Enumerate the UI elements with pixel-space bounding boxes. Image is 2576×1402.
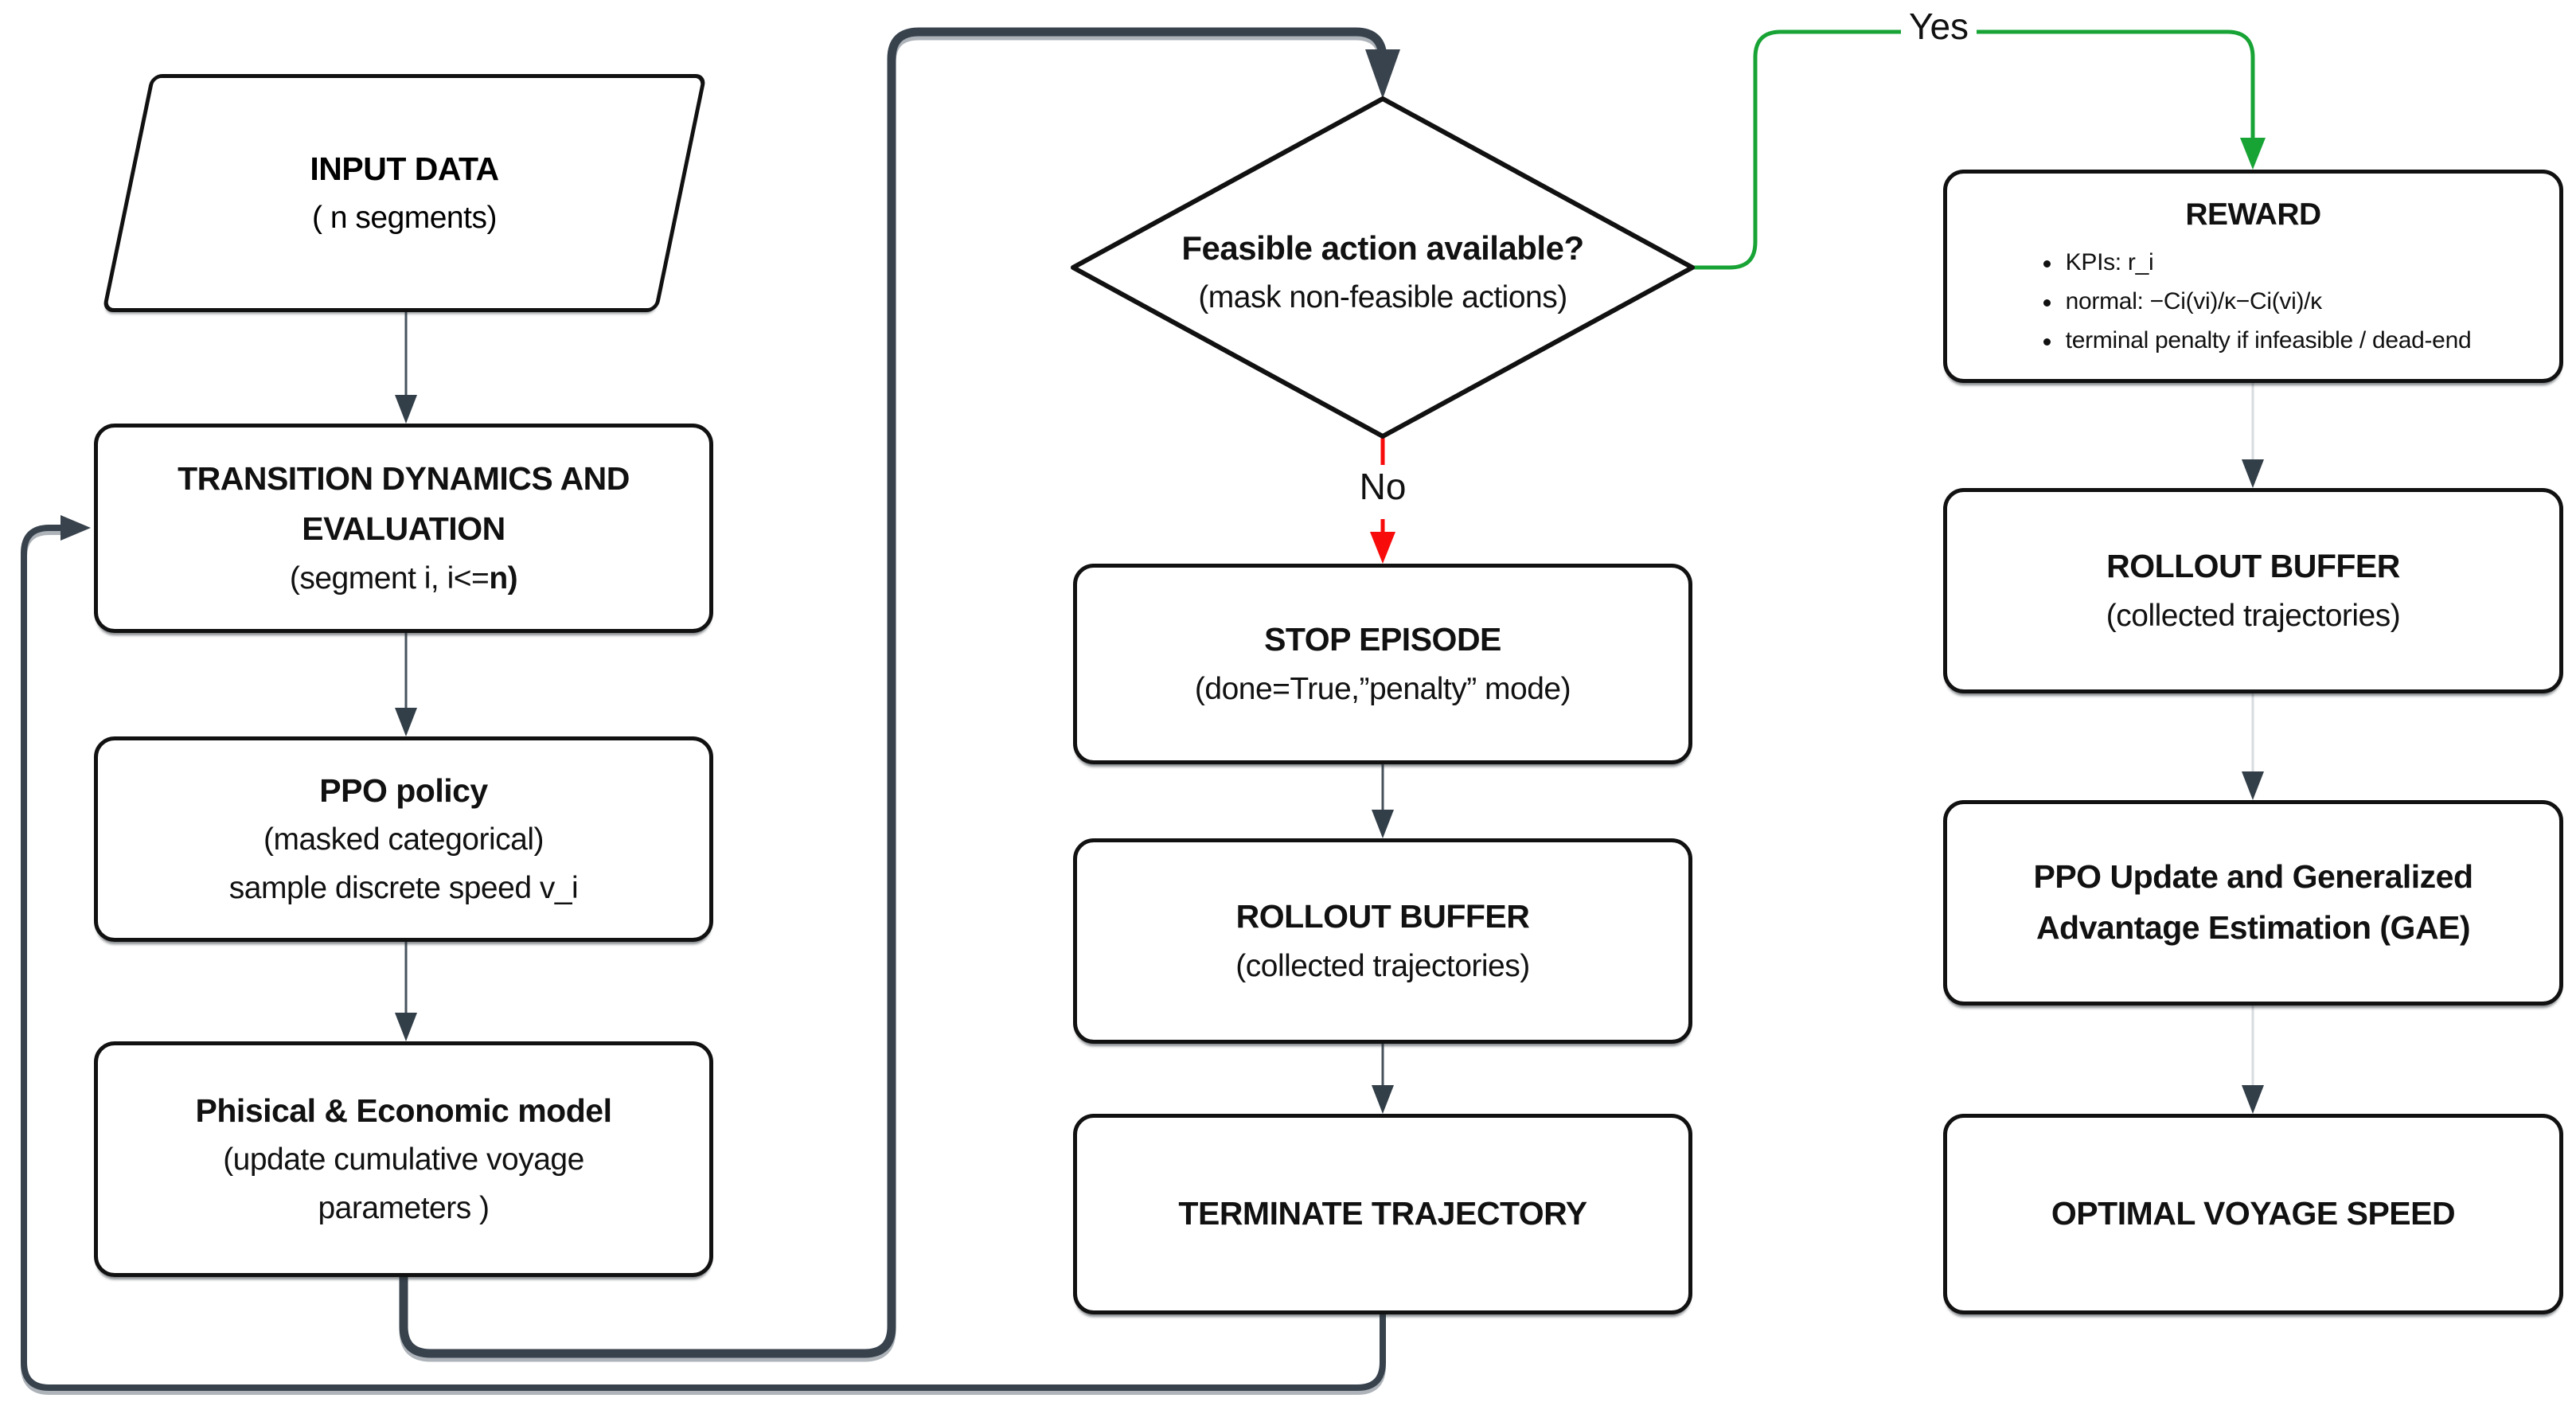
transition-subtitle-regular: (segment i, i<= [289,560,490,596]
physical-model-line2: (update cumulative voyage [223,1142,584,1177]
rollout-mid-title: ROLLOUT BUFFER [1235,898,1530,935]
node-transition-dynamics: TRANSITION DYNAMICS AND EVALUATION (segm… [94,424,713,633]
input-data-title: INPUT DATA [310,150,499,187]
node-stop-episode: STOP EPISODE (done=True,”penalty” mode) [1073,564,1692,764]
node-ppo-update-gae: PPO Update and Generalized Advantage Est… [1943,800,2563,1006]
rollout-mid-subtitle: (collected trajectories) [1235,948,1530,983]
decision-subtitle: (mask non-feasible actions) [1198,280,1567,315]
terminate-title: TERMINATE TRAJECTORY [1178,1195,1587,1232]
node-input-data-content: INPUT DATA ( n segments) [131,78,678,308]
rollout-right-title: ROLLOUT BUFFER [2106,548,2400,584]
arrowhead-yes-into-reward [2240,138,2266,170]
node-physical-economic-model: Phisical & Economic model (update cumula… [94,1041,713,1277]
input-data-subtitle: ( n segments) [312,201,497,236]
node-rollout-buffer-right: ROLLOUT BUFFER (collected trajectories) [1943,488,2563,693]
node-reward: REWARD KPIs: r_i normal: −Ci(vi)/κ−Ci(vi… [1943,170,2563,383]
edge-label-no: No [1345,467,1420,507]
optimal-speed-title: OPTIMAL VOYAGE SPEED [2051,1195,2456,1232]
ppo-update-title-line2: Advantage Estimation (GAE) [2035,909,2471,946]
arrowhead-stop-to-rollout [1372,810,1394,838]
reward-bullet-terminal-penalty: terminal penalty if infeasible / dead-en… [2035,322,2472,361]
arrowhead-ppo-to-physical [395,1013,417,1041]
arrowhead-no-into-stop [1370,532,1395,564]
node-terminate-trajectory: TERMINATE TRAJECTORY [1073,1114,1692,1314]
ppo-policy-line2: (masked categorical) [263,822,544,857]
physical-model-line3: parameters ) [318,1190,490,1225]
transition-subtitle: (segment i, i<=n) [289,555,518,603]
arrowhead-into-transition-left [60,515,91,541]
edge-label-yes: Yes [1901,6,1977,47]
ppo-update-title-line1: PPO Update and Generalized [2033,858,2473,896]
node-input-data: INPUT DATA ( n segments) [102,74,707,312]
transition-subtitle-bold: n) [489,560,518,596]
ppo-policy-title: PPO policy [319,771,488,809]
arrowhead-rollout-to-ppoupdate [2242,771,2264,800]
arrowhead-reward-to-rollout [2242,459,2264,488]
arrowhead-rollout-to-terminate [1372,1085,1394,1114]
reward-bullet-kpis: KPIs: r_i [2035,244,2154,283]
rollout-right-subtitle: (collected trajectories) [2106,598,2401,633]
transition-title-line1: TRANSITION DYNAMICS AND [178,459,630,497]
node-ppo-policy: PPO policy (masked categorical) sample d… [94,736,713,942]
node-optimal-voyage-speed: OPTIMAL VOYAGE SPEED [1943,1114,2563,1314]
ppo-policy-line3: sample discrete speed v_i [228,870,579,905]
physical-model-title: Phisical & Economic model [195,1092,612,1129]
node-rollout-buffer-mid: ROLLOUT BUFFER (collected trajectories) [1073,838,1692,1044]
transition-title-line2: EVALUATION [302,510,505,548]
decision-diamond-shape [1071,96,1695,439]
loop-physical-to-decision [399,27,1388,1358]
yes-path [1693,29,2255,270]
arrowhead-ppoupdate-to-optimal [2242,1085,2264,1114]
loop-terminate-to-transition [21,525,1386,1391]
reward-bullet-normal: normal: −Ci(vi)/κ−Ci(vi)/κ [2035,283,2322,322]
reward-title: REWARD [2185,197,2321,232]
arrowhead-input-to-transition [395,395,417,424]
reward-bullet-list: KPIs: r_i normal: −Ci(vi)/κ−Ci(vi)/κ ter… [2035,244,2472,360]
arrowhead-into-decision-top [1365,49,1400,99]
node-decision-label: Feasible action available? (mask non-fea… [1107,201,1659,344]
stop-episode-subtitle: (done=True,”penalty” mode) [1194,671,1571,706]
arrowhead-transition-to-ppo [395,708,417,736]
decision-title: Feasible action available? [1181,229,1584,268]
stop-episode-title: STOP EPISODE [1264,621,1501,658]
